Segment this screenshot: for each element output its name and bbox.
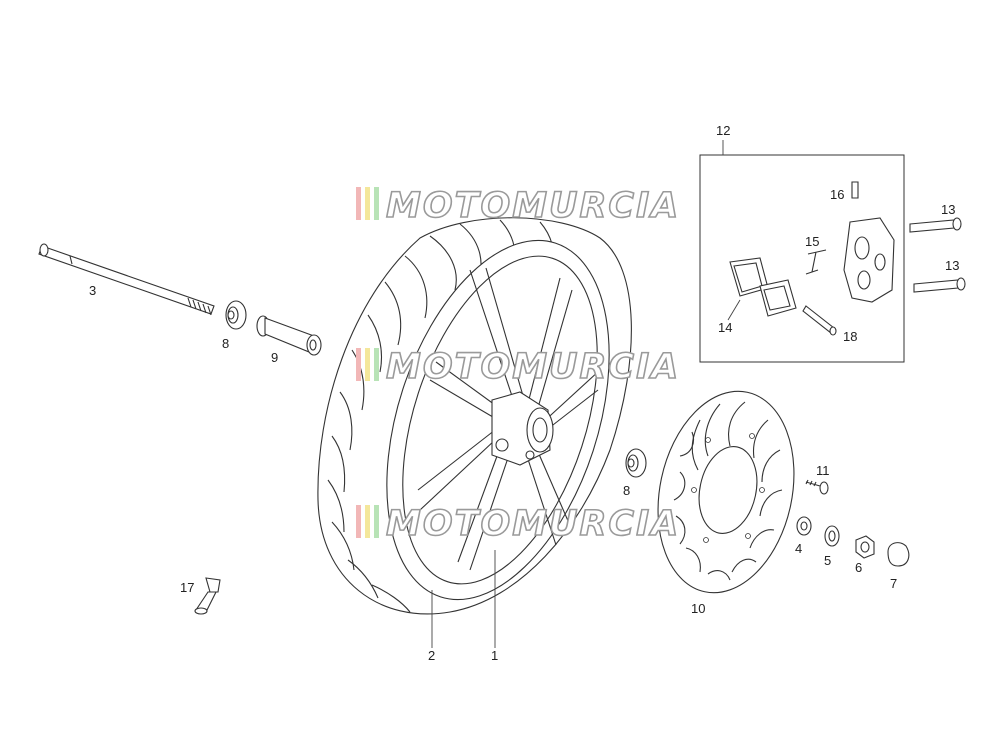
callout-17: 17 xyxy=(180,580,194,595)
watermark-text: MOTOMURCIA xyxy=(386,347,680,387)
leader-lines xyxy=(431,299,741,648)
callout-14: 14 xyxy=(718,320,732,335)
washer-4 xyxy=(796,516,812,536)
stripe-1 xyxy=(356,348,361,381)
callout-11: 11 xyxy=(816,463,830,478)
stripe-1 xyxy=(356,505,361,538)
watermark-top: MOTOMURCIA xyxy=(356,185,680,227)
brake-caliper xyxy=(843,217,895,303)
tyre-valve xyxy=(194,577,221,615)
washer-5 xyxy=(824,525,840,547)
callout-10: 10 xyxy=(691,601,705,616)
front-axle xyxy=(38,243,215,316)
cap-nut-7 xyxy=(887,542,910,567)
disc-bolt xyxy=(805,479,829,495)
callout-8-left: 8 xyxy=(222,336,229,351)
callout-8-right: 8 xyxy=(623,483,630,498)
front-wheel xyxy=(317,217,632,615)
callout-7: 7 xyxy=(890,576,897,591)
callout-4: 4 xyxy=(795,541,802,556)
callout-16: 16 xyxy=(830,187,844,202)
pad-spring xyxy=(805,249,827,275)
caliper-kit-box xyxy=(699,140,905,363)
caliper-bolt-upper xyxy=(909,217,962,233)
callout-15: 15 xyxy=(805,234,819,249)
callout-6: 6 xyxy=(855,560,862,575)
stripe-3 xyxy=(374,187,379,220)
callout-3: 3 xyxy=(89,283,96,298)
watermark-text: MOTOMURCIA xyxy=(386,504,680,544)
callout-9: 9 xyxy=(271,350,278,365)
bearing-left xyxy=(225,300,247,330)
stripe-2 xyxy=(365,348,370,381)
callout-13-lower: 13 xyxy=(945,258,959,273)
pad-pin xyxy=(802,305,837,336)
stripe-3 xyxy=(374,505,379,538)
stripe-1 xyxy=(356,187,361,220)
spacer xyxy=(256,315,322,356)
stripe-3 xyxy=(374,348,379,381)
callout-12: 12 xyxy=(716,123,730,138)
watermark-text: MOTOMURCIA xyxy=(386,186,680,226)
watermark-bottom: MOTOMURCIA xyxy=(356,503,680,545)
brake-pads xyxy=(729,257,797,317)
brake-disc xyxy=(657,390,795,594)
callout-2: 2 xyxy=(428,648,435,663)
caliper-bolt-lower xyxy=(913,277,966,293)
bearing-right xyxy=(625,448,647,478)
callout-13-upper: 13 xyxy=(941,202,955,217)
callout-18: 18 xyxy=(843,329,857,344)
callout-5: 5 xyxy=(824,553,831,568)
watermark-middle: MOTOMURCIA xyxy=(356,346,680,388)
bleed-screw xyxy=(851,181,859,199)
stripe-2 xyxy=(365,187,370,220)
callouts: 1 2 3 4 5 6 7 8 8 9 10 11 12 13 13 14 15… xyxy=(89,123,959,663)
rim-spokes xyxy=(417,267,601,571)
stripe-2 xyxy=(365,505,370,538)
callout-1: 1 xyxy=(491,648,498,663)
nut-6 xyxy=(855,535,875,559)
disc-vanes xyxy=(673,401,783,581)
